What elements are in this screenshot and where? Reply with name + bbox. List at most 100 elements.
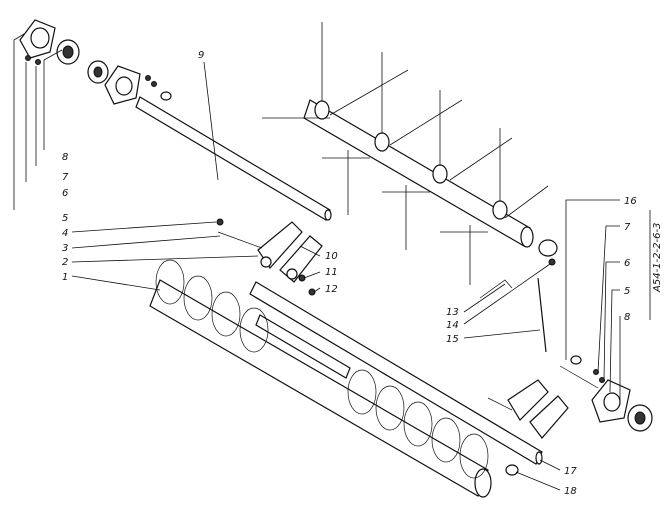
right-long-bolt	[559, 365, 599, 389]
leader-6b	[603, 261, 620, 381]
right-nut-a	[593, 369, 599, 375]
right-bearing-assembly	[479, 277, 653, 476]
auger-1	[149, 259, 492, 498]
label-12: 12	[325, 284, 338, 295]
label-14: 14	[446, 320, 459, 331]
leader-2	[71, 255, 259, 263]
tine-hub	[374, 132, 390, 152]
collar-nut	[548, 258, 556, 266]
right-hanger-half-b	[529, 395, 569, 439]
label-9: 9	[198, 50, 204, 61]
auger-flight	[459, 433, 489, 479]
left-washer	[35, 59, 41, 65]
hanger-nut	[216, 218, 224, 226]
leader-8a	[43, 49, 63, 150]
perforated-bar	[249, 281, 543, 465]
leader-5b	[609, 289, 620, 393]
tine	[329, 69, 409, 116]
left-bearing-assembly	[19, 19, 172, 105]
leader-16	[565, 199, 620, 360]
left-outer-flange-bore	[115, 76, 133, 96]
label-3: 3	[62, 243, 68, 254]
label-2: 2	[62, 257, 68, 268]
left-bearing-bore	[62, 45, 74, 59]
label-13: 13	[446, 307, 459, 318]
auger-flight	[239, 307, 269, 353]
label-6-right: 6	[624, 258, 630, 269]
leader-12	[313, 287, 321, 293]
leader-lines	[13, 33, 651, 491]
bar-17	[249, 281, 543, 465]
tine	[504, 185, 549, 219]
leader-4	[71, 221, 217, 233]
leader-17	[539, 459, 561, 471]
tine-rotor-tube	[303, 99, 531, 247]
auger-flight	[347, 369, 377, 415]
top-washer	[160, 91, 172, 101]
label-17: 17	[564, 466, 577, 477]
label-8-left: 8	[62, 152, 68, 163]
tine-rotor-end	[520, 226, 534, 248]
auger-flight	[211, 291, 241, 337]
washer-18	[505, 464, 519, 476]
left-flange-bore	[30, 27, 50, 49]
label-5-right: 5	[624, 286, 630, 297]
right-bearing-bore	[634, 411, 646, 425]
left-bearing-ring-bore	[93, 66, 103, 78]
cotter-pin	[479, 279, 513, 299]
tine-rotor	[262, 22, 558, 285]
callout-labels: 1 2 3 4 5 6 7 8 9 10 11 12 13 14 15 16 7…	[62, 50, 663, 497]
hanger-nut-b	[308, 288, 316, 296]
leader-15	[463, 329, 541, 339]
right-hanger-half-a	[507, 379, 549, 421]
right-washer	[570, 355, 582, 365]
long-shaft	[135, 96, 331, 221]
auger-flight	[155, 259, 185, 305]
auger-flight	[183, 275, 213, 321]
label-18: 18	[564, 486, 577, 497]
right-flange-bore	[603, 392, 621, 412]
label-11: 11	[325, 267, 338, 278]
leader-10	[299, 245, 321, 257]
leader-14	[463, 263, 551, 325]
perforated-bar-end	[535, 451, 543, 465]
tine	[449, 137, 513, 181]
tine	[389, 99, 463, 146]
auger-flights	[155, 259, 489, 479]
label-8-right: 8	[624, 312, 630, 323]
left-nut	[25, 55, 31, 61]
auger-flight	[431, 417, 461, 463]
leader-13	[463, 283, 506, 313]
label-7-right: 7	[624, 222, 631, 233]
label-16: 16	[624, 196, 637, 207]
leader-7b	[597, 225, 620, 373]
hanger-bracket-left	[216, 218, 323, 296]
leader-18	[515, 471, 561, 491]
leader-9	[203, 61, 219, 181]
leader-1	[71, 275, 161, 291]
leader-11	[303, 271, 321, 279]
hanger-hole	[286, 268, 298, 280]
auger-tube	[149, 279, 489, 497]
label-5-left: 5	[62, 213, 68, 224]
label-15: 15	[446, 334, 459, 345]
hanger-hole	[260, 256, 272, 268]
label-4: 4	[62, 228, 68, 239]
leader-3	[71, 235, 221, 249]
right-nut-b	[599, 377, 605, 383]
shaft-9	[135, 96, 332, 221]
tine-hub	[432, 164, 448, 184]
label-6-left: 6	[62, 188, 68, 199]
drawing-code: А54-1-2-2-6-3	[652, 223, 663, 293]
hanger-bolt	[217, 231, 263, 249]
top-nut-b	[151, 81, 157, 87]
tine-hub	[314, 100, 330, 120]
label-1: 1	[62, 272, 68, 283]
tine-hub	[492, 200, 508, 220]
long-shaft-end	[324, 209, 332, 221]
label-7-left: 7	[62, 172, 69, 183]
auger-flight	[375, 385, 405, 431]
rod-15	[537, 277, 547, 353]
